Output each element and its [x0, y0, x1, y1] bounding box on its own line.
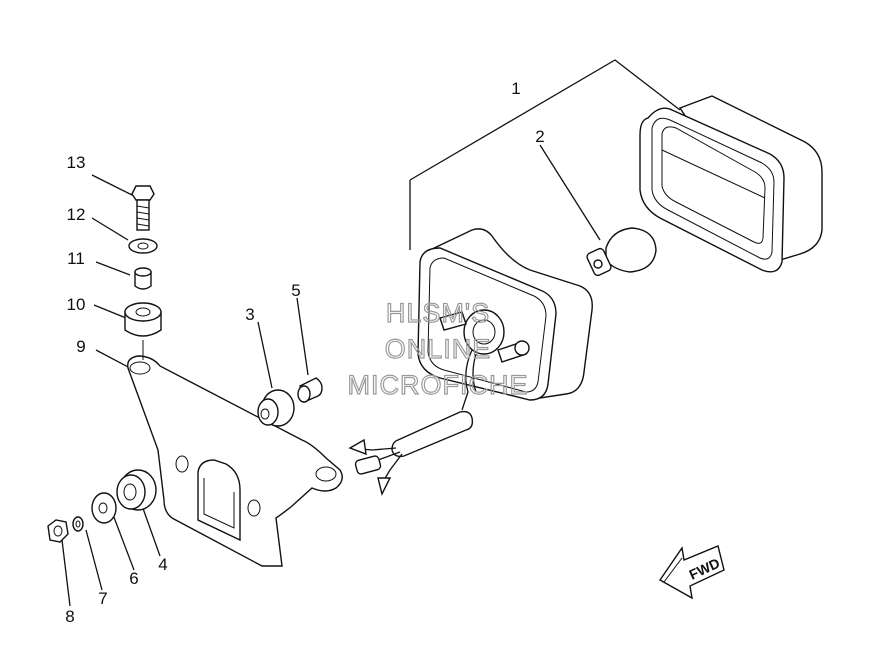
watermark-line-2: ONLINE: [385, 334, 492, 364]
part-number-labels: 1 2 3 4 5 6 7 8 9 10 11 12 13: [65, 79, 544, 626]
watermark-line-3: MICROFICHE: [348, 370, 529, 400]
collar: [297, 377, 323, 403]
wiring-harness: [348, 410, 474, 497]
part-label-7: 7: [98, 589, 107, 608]
part-label-9: 9: [76, 337, 85, 356]
part-label-1: 1: [511, 79, 520, 98]
tail-lamp-lens: [639, 95, 823, 273]
part-label-10: 10: [67, 295, 86, 314]
part-label-11: 11: [67, 249, 85, 268]
part-label-13: 13: [67, 153, 86, 172]
lock-washer-7: [72, 516, 84, 532]
part-label-6: 6: [129, 569, 138, 588]
lamp-housing: [417, 228, 593, 411]
bolt: [131, 185, 155, 231]
part-label-12: 12: [67, 205, 86, 224]
part-label-2: 2: [535, 127, 544, 146]
part-label-3: 3: [245, 305, 254, 324]
nut-8: [47, 519, 69, 543]
watermark: HLSM'S ONLINE MICROFICHE: [347, 297, 529, 400]
fwd-arrow: FWD: [658, 545, 725, 600]
bulb: [586, 227, 657, 277]
part-label-5: 5: [291, 281, 300, 300]
grommet: [257, 389, 295, 427]
leader-lines: [61, 59, 681, 607]
washer-6: [91, 492, 117, 524]
watermark-line-1: HLSM'S: [386, 298, 490, 328]
mounting-bracket: [127, 355, 343, 567]
damper-10: [124, 302, 162, 337]
washer-12: [128, 238, 158, 254]
spacer-11: [134, 267, 152, 290]
damper-4: [116, 469, 157, 511]
part-label-8: 8: [65, 607, 74, 626]
part-label-4: 4: [158, 555, 167, 574]
